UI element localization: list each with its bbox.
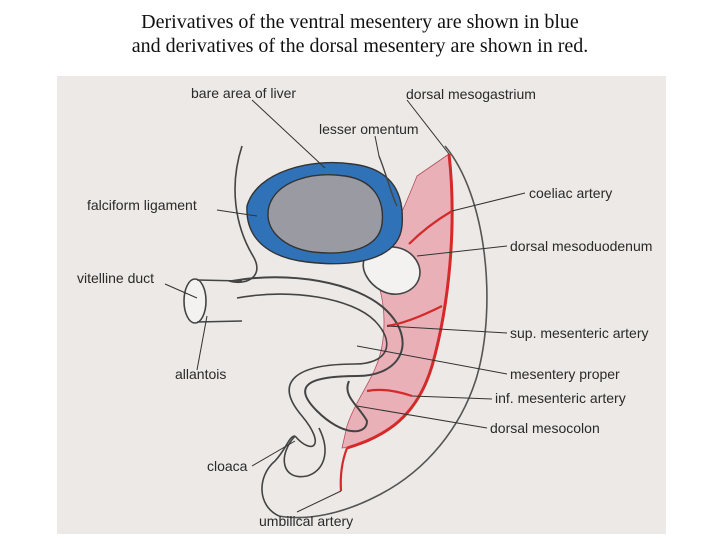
umbilical-cord (196, 279, 243, 323)
label-vitelline-duct: vitelline duct (77, 270, 154, 286)
label-dorsal-mesocolon: dorsal mesocolon (490, 420, 600, 436)
stomach (362, 246, 421, 295)
gut-tube (231, 276, 404, 433)
label-umbilical-artery: umbilical artery (259, 513, 353, 529)
umbilical-artery-branch (339, 447, 349, 492)
cloaca-outline (261, 435, 296, 517)
leader-lines (164, 99, 526, 513)
body-wall-outline (278, 145, 488, 519)
label-lesser-omentum: lesser omentum (319, 121, 419, 137)
label-falciform-ligament: falciform ligament (87, 197, 197, 213)
umbilical-cord-end (183, 278, 207, 324)
coeliac-artery-branch (408, 210, 453, 245)
aorta (346, 153, 454, 450)
label-cloaca: cloaca (207, 458, 248, 474)
label-mesentery-proper: mesentery proper (510, 366, 620, 382)
label-dorsal-mesoduodenum: dorsal mesoduodenum (510, 238, 652, 254)
label-coeliac-artery: coeliac artery (529, 185, 612, 201)
figure-caption: Derivatives of the ventral mesentery are… (0, 10, 720, 58)
mesentery-diagram: bare area of liver dorsal mesogastrium l… (57, 76, 666, 534)
caption-line-2: and derivatives of the dorsal mesentery … (131, 35, 589, 57)
label-dorsal-mesogastrium: dorsal mesogastrium (406, 86, 536, 102)
label-bare-area-of-liver: bare area of liver (191, 85, 296, 101)
label-allantois: allantois (175, 366, 226, 382)
gut-tube-inner (236, 293, 388, 448)
label-sup-mesenteric-artery: sup. mesenteric artery (510, 325, 649, 341)
diagram-canvas: bare area of liver dorsal mesogastrium l… (77, 85, 652, 529)
liver (267, 174, 384, 254)
lesser-omentum-sheet (378, 155, 398, 207)
label-inf-mesenteric-artery: inf. mesenteric artery (495, 390, 626, 406)
ventral-body-wall (228, 145, 258, 283)
caption-line-1: Derivatives of the ventral mesentery are… (141, 11, 579, 33)
sup-mesenteric-artery-branch (386, 305, 443, 328)
inf-mesenteric-artery-branch (366, 388, 413, 398)
hindgut-loop (283, 427, 326, 478)
